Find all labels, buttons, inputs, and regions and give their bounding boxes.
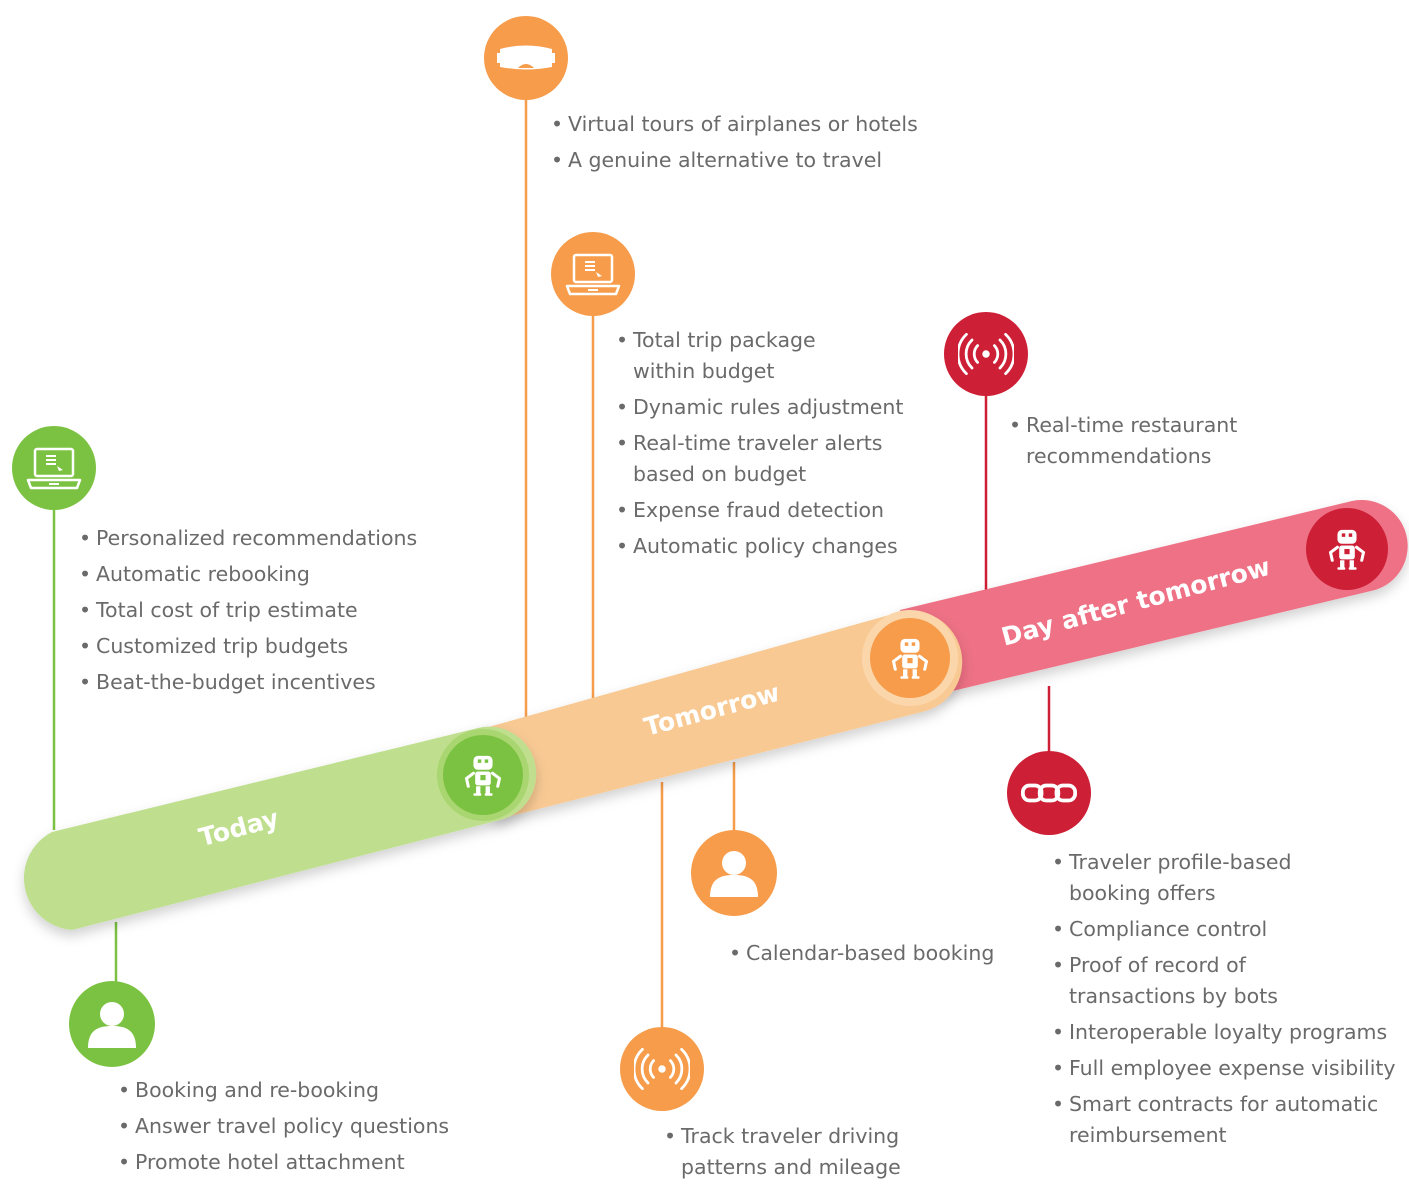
list-item: Track traveler driving patterns and mile… <box>664 1121 924 1183</box>
tomorrow-laptop-list: Total trip package within budget Dynamic… <box>616 325 916 567</box>
list-item: Beat-the-budget incentives <box>79 667 439 698</box>
list-item: Automatic policy changes <box>616 531 916 562</box>
band-day-after-tomorrow <box>900 499 1408 700</box>
list-item: Expense fraud detection <box>616 495 916 526</box>
list-item: Real-time traveler alerts based on budge… <box>616 428 903 490</box>
list-item: Full employee expense visibility <box>1052 1053 1407 1084</box>
list-item: Interoperable loyalty programs <box>1052 1017 1407 1048</box>
tomorrow-signal-list: Track traveler driving patterns and mile… <box>664 1121 924 1188</box>
list-item: Virtual tours of airplanes or hotels <box>551 109 951 140</box>
robot-icon-tomorrow <box>862 610 958 706</box>
dat-chain-list: Traveler profile-based booking offers Co… <box>1052 847 1407 1156</box>
today-person-list: Booking and re-booking Answer travel pol… <box>118 1075 478 1183</box>
chain-link-icon-day-after-tomorrow <box>1007 751 1091 835</box>
list-item: Total cost of trip estimate <box>79 595 439 626</box>
signal-icon-tomorrow <box>620 1027 704 1111</box>
robot-icon-day-after-tomorrow <box>1306 508 1388 590</box>
list-item: Booking and re-booking <box>118 1075 478 1106</box>
list-item: Promote hotel attachment <box>118 1147 478 1178</box>
tomorrow-vr-list: Virtual tours of airplanes or hotels A g… <box>551 109 951 181</box>
band-tomorrow <box>478 610 963 820</box>
list-item: Customized trip budgets <box>79 631 439 662</box>
signal-icon-day-after-tomorrow <box>944 312 1028 396</box>
list-item: Compliance control <box>1052 914 1407 945</box>
connector-lines <box>52 95 1051 1028</box>
list-item: Answer travel policy questions <box>118 1111 478 1142</box>
tomorrow-person-list: Calendar-based booking <box>729 938 1029 974</box>
person-icon-tomorrow <box>691 830 777 916</box>
band-today <box>23 726 537 930</box>
person-icon-today <box>69 981 155 1067</box>
today-laptop-list: Personalized recommendations Automatic r… <box>79 523 439 703</box>
list-item: Real-time restaurant recommendations <box>1009 410 1249 472</box>
dat-signal-list: Real-time restaurant recommendations <box>1009 410 1249 477</box>
list-item: Total trip package within budget <box>616 325 853 387</box>
list-item: A genuine alternative to travel <box>551 145 951 176</box>
list-item: Automatic rebooking <box>79 559 439 590</box>
list-item: Dynamic rules adjustment <box>616 392 916 423</box>
list-item: Personalized recommendations <box>79 523 439 554</box>
list-item: Traveler profile-based booking offers <box>1052 847 1329 909</box>
list-item: Smart contracts for automatic reimbursem… <box>1052 1089 1399 1151</box>
vr-headset-icon-tomorrow <box>484 16 568 100</box>
list-item: Proof of record of transactions by bots <box>1052 950 1309 1012</box>
list-item: Calendar-based booking <box>729 938 1029 969</box>
robot-icon-today <box>437 729 529 821</box>
laptop-icon-tomorrow <box>551 232 635 316</box>
laptop-icon-today <box>12 426 96 510</box>
